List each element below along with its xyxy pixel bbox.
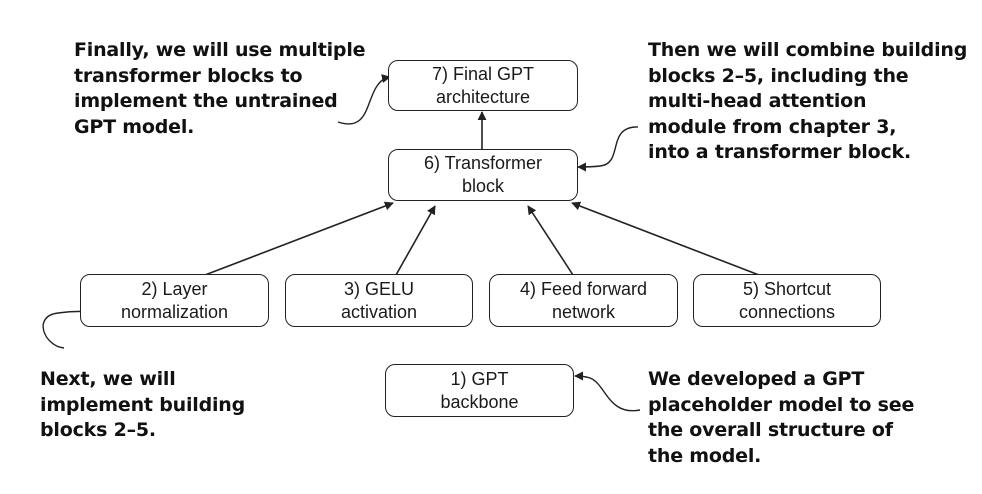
callout-top-left (337, 74, 391, 125)
node-line: activation (340, 301, 418, 322)
note-line: GPT model. (74, 115, 195, 138)
node-line: 7) Final GPT (431, 63, 535, 84)
note-bottom-right: We developed a GPT placeholder model to … (648, 367, 914, 469)
node-line: block (461, 176, 505, 196)
node-feed-forward-network: 4) Feed forward network (489, 274, 678, 327)
node-transformer-block: 6) Transformer block (388, 149, 578, 201)
arrow-3-to-6 (395, 205, 436, 276)
node-line: normalization (120, 301, 229, 322)
callout-top-right (577, 126, 639, 172)
note-top-left: Finally, we will use multiple transforme… (74, 38, 366, 140)
note-bottom-left: Next, we will implement building blocks … (40, 367, 245, 444)
node-line: connections (738, 301, 836, 322)
note-line: into a transformer block. (648, 141, 911, 163)
note-line: blocks 2–5, including the (648, 64, 909, 87)
note-line: placeholder model to see (648, 393, 915, 416)
note-line: the model. (648, 444, 762, 467)
node-layer-normalization: 2) Layer normalization (80, 274, 269, 327)
node-line: 4) Feed forward (519, 278, 648, 299)
note-line: module from chapter 3, (648, 115, 897, 138)
note-line: Finally, we will use multiple (74, 39, 366, 61)
node-line: architecture (435, 86, 531, 107)
note-line: We developed a GPT (648, 368, 865, 390)
note-line: transformer blocks to (74, 64, 303, 87)
arrow-5-to-6 (571, 201, 760, 276)
callout-bottom-right (574, 371, 641, 412)
arrow-2-to-6 (204, 201, 394, 276)
node-line: 2) Layer (141, 278, 208, 299)
node-line: 6) Transformer (423, 153, 543, 173)
node-line: network (551, 301, 616, 322)
note-line: implement building (40, 393, 246, 416)
node-line: 1) GPT (450, 368, 509, 389)
note-line: Then we will combine building (648, 39, 968, 61)
note-line: multi-head attention (648, 90, 867, 112)
note-line: implement the untrained (74, 90, 338, 112)
note-line: blocks 2–5. (40, 419, 156, 441)
node-shortcut-connections: 5) Shortcut connections (693, 274, 881, 327)
node-final-gpt-architecture: 7) Final GPT architecture (388, 60, 578, 111)
note-line: the overall structure of (648, 419, 893, 441)
arrow-4-to-6 (527, 205, 574, 276)
node-line: backbone (440, 391, 519, 412)
note-top-right: Then we will combine building blocks 2–5… (648, 38, 967, 166)
node-gelu-activation: 3) GELU activation (285, 274, 473, 327)
node-line: 3) GELU (343, 278, 415, 299)
node-line: 5) Shortcut (742, 278, 832, 299)
note-line: Next, we will (40, 368, 176, 390)
node-gpt-backbone: 1) GPT backbone (385, 364, 574, 417)
